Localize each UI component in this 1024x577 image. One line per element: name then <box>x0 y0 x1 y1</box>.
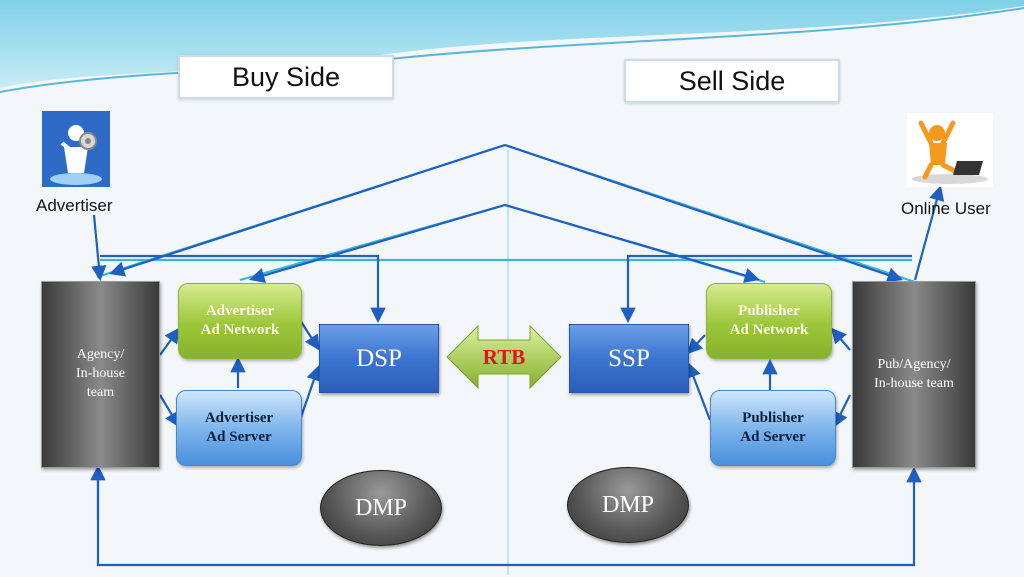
buy-dmp-ellipse: DMP <box>320 470 442 546</box>
buy-side-title: Buy Side <box>178 55 394 99</box>
adv-network-to-dsp-arrow <box>299 319 320 351</box>
pub-team-line: In-house team <box>874 375 954 391</box>
buy-dmp-label: DMP <box>354 494 408 521</box>
roof-arrow-to-pub-network <box>504 203 760 283</box>
adv-server-line: Ad Server <box>206 429 272 445</box>
advertiser-ad-network-box: Advertiser Ad Network <box>178 283 302 359</box>
agency-team-box: Agency/ In-house team <box>41 281 160 468</box>
roof-arrow-to-agency <box>109 143 506 277</box>
pub-server-line: Publisher <box>742 409 804 426</box>
adv-network-line: Advertiser <box>205 302 275 319</box>
pub-network-line: Publisher <box>738 302 800 319</box>
ssp-from-pub-team-arrow <box>620 254 912 324</box>
agency-to-adv-network-arrow <box>159 327 180 356</box>
header-swoosh-line <box>0 7 1024 93</box>
agency-to-adv-server-arrow <box>159 394 180 428</box>
sell-dmp-ellipse: DMP <box>567 467 689 543</box>
sell-side-label: Sell Side <box>678 65 786 96</box>
sell-dmp-label: DMP <box>601 491 655 518</box>
pub-server-line: Ad Server <box>740 429 806 445</box>
publisher-ad-network-box: Publisher Ad Network <box>706 283 832 359</box>
advertiser-ad-server-box: Advertiser Ad Server <box>176 390 302 466</box>
advertiser-label: Advertiser <box>36 196 113 215</box>
pub-team-line: Pub/Agency/ <box>877 356 951 372</box>
ssp-box: SSP <box>569 324 689 393</box>
roof-arrow-to-adv-network <box>249 203 506 283</box>
roof-line-outer <box>96 143 916 284</box>
roof-line-inner <box>239 203 766 284</box>
agency-team-line: In-house <box>76 366 125 382</box>
agency-team-text: Agency/ In-house team <box>76 346 125 403</box>
pub-team-to-pub-server-arrow <box>833 394 851 428</box>
person-at-laptop-icon <box>907 113 993 187</box>
pub-team-text: Pub/Agency/ In-house team <box>874 356 954 394</box>
publisher-ad-server-box: Publisher Ad Server <box>710 390 836 466</box>
buy-side-label: Buy Side <box>231 61 341 92</box>
pub-team-to-pub-network-arrow <box>831 327 851 351</box>
pub-network-to-ssp-arrow <box>686 334 706 355</box>
rtb-double-arrow <box>446 324 562 390</box>
dsp-box: DSP <box>319 324 439 393</box>
online-user-label: Online User <box>901 199 991 218</box>
advertiser-to-agency-arrow <box>91 214 107 282</box>
agency-team-line: Agency/ <box>76 347 125 363</box>
rtb-label: RTB <box>482 344 526 369</box>
adv-network-line: Ad Network <box>200 322 280 338</box>
adv-server-line: Advertiser <box>204 409 274 426</box>
pub-network-line: Ad Network <box>729 322 809 338</box>
agency-to-dsp-arrow <box>100 254 386 324</box>
pub-server-to-ssp-arrow <box>686 362 712 421</box>
dsp-label: DSP <box>356 344 402 372</box>
adv-server-to-dsp-arrow <box>298 365 322 421</box>
ssp-label: SSP <box>608 344 650 372</box>
sell-side-title: Sell Side <box>624 59 840 103</box>
rtb-label-box: RTB <box>470 340 538 374</box>
agency-team-line: team <box>86 384 115 400</box>
bottom-loop-arrow <box>96 466 922 567</box>
pub-team-box: Pub/Agency/ In-house team <box>852 281 976 468</box>
person-with-gear-icon <box>42 111 110 187</box>
pub-team-to-user-arrow <box>913 185 945 281</box>
